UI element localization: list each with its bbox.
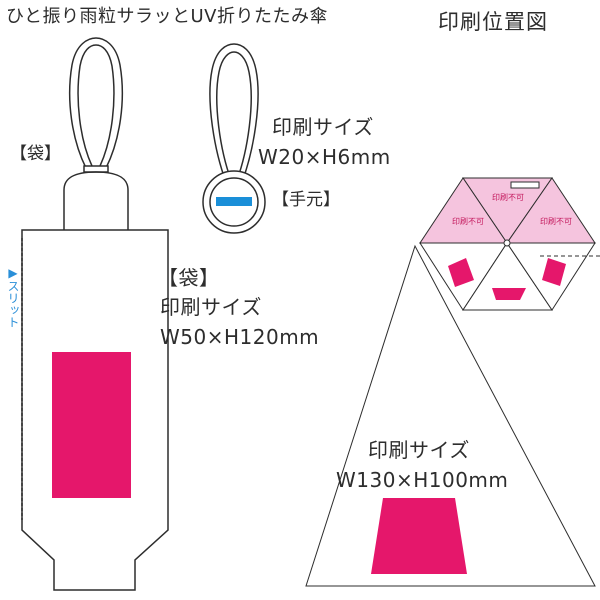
handle-knob-inner bbox=[209, 177, 259, 227]
canopy-spec-size: W130×H100mm bbox=[336, 468, 509, 492]
figure-title: 印刷位置図 bbox=[438, 10, 548, 34]
handle-spec-title: 印刷サイズ bbox=[272, 115, 374, 139]
bag-illustration bbox=[21, 37, 169, 591]
handle-name-label: 【手元】 bbox=[272, 190, 340, 210]
bag-strap-inner bbox=[77, 44, 115, 167]
bag-top-cap bbox=[63, 171, 129, 230]
canopy-center-tip bbox=[503, 239, 511, 247]
bag-name-label: 【袋】 bbox=[10, 144, 61, 164]
canopy-spec-title: 印刷サイズ bbox=[368, 438, 470, 462]
bag-print-area bbox=[52, 352, 131, 498]
bag-slit-label: ▶スリット bbox=[6, 266, 20, 328]
bag-spec-title: 印刷サイズ bbox=[160, 295, 262, 319]
bag-strap-loop bbox=[68, 37, 124, 169]
bag-spec-name: 【袋】 bbox=[158, 266, 220, 290]
handle-spec-size: W20×H6mm bbox=[258, 145, 391, 169]
canopy-print-marker-right bbox=[542, 258, 566, 286]
product-title: ひと振り雨粒サラッとUV折りたたみ傘 bbox=[6, 6, 328, 27]
canopy-print-marker-left bbox=[448, 258, 474, 287]
handle-loop-inner bbox=[216, 51, 252, 181]
bag-strap-tab bbox=[83, 165, 109, 173]
bag-spec-size: W50×H120mm bbox=[160, 325, 320, 349]
canopy-print-marker-bottom bbox=[492, 288, 526, 300]
canopy-print-area bbox=[371, 498, 467, 574]
handle-loop-outer bbox=[209, 43, 259, 183]
no-print-label-right: 印刷不可 bbox=[540, 217, 572, 226]
canopy-panel-large bbox=[305, 244, 596, 587]
handle-print-area bbox=[216, 197, 252, 206]
canopy-strap-tab bbox=[510, 181, 540, 189]
no-print-label-top: 印刷不可 bbox=[492, 193, 524, 202]
no-print-label-left: 印刷不可 bbox=[452, 217, 484, 226]
